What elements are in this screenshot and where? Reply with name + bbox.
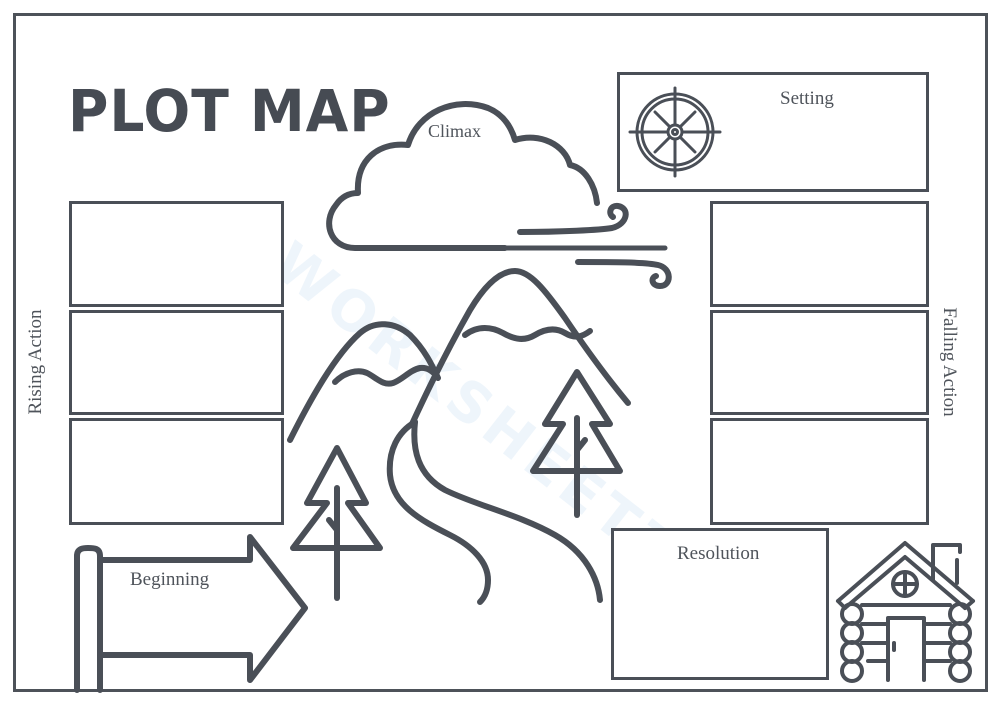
page-title: PLOT MAP [68, 77, 391, 145]
falling-action-box-2[interactable] [710, 310, 929, 415]
log-cabin-icon [836, 541, 975, 683]
signpost-arrow-icon [74, 534, 308, 693]
beginning-label: Beginning [130, 569, 210, 590]
compass-icon [628, 86, 722, 178]
falling-action-box-1[interactable] [710, 201, 929, 307]
resolution-box[interactable] [611, 528, 829, 680]
setting-label: Setting [780, 88, 834, 109]
resolution-label: Resolution [677, 543, 760, 564]
cloud-wind-icon [326, 101, 672, 289]
rising-action-box-3[interactable] [69, 418, 284, 525]
mountains-river-trees-icon [287, 268, 631, 605]
falling-action-box-3[interactable] [710, 418, 929, 525]
rising-action-box-2[interactable] [69, 310, 284, 415]
rising-action-box-1[interactable] [69, 201, 284, 307]
climax-label: Climax [428, 121, 481, 141]
page-frame [13, 13, 988, 692]
